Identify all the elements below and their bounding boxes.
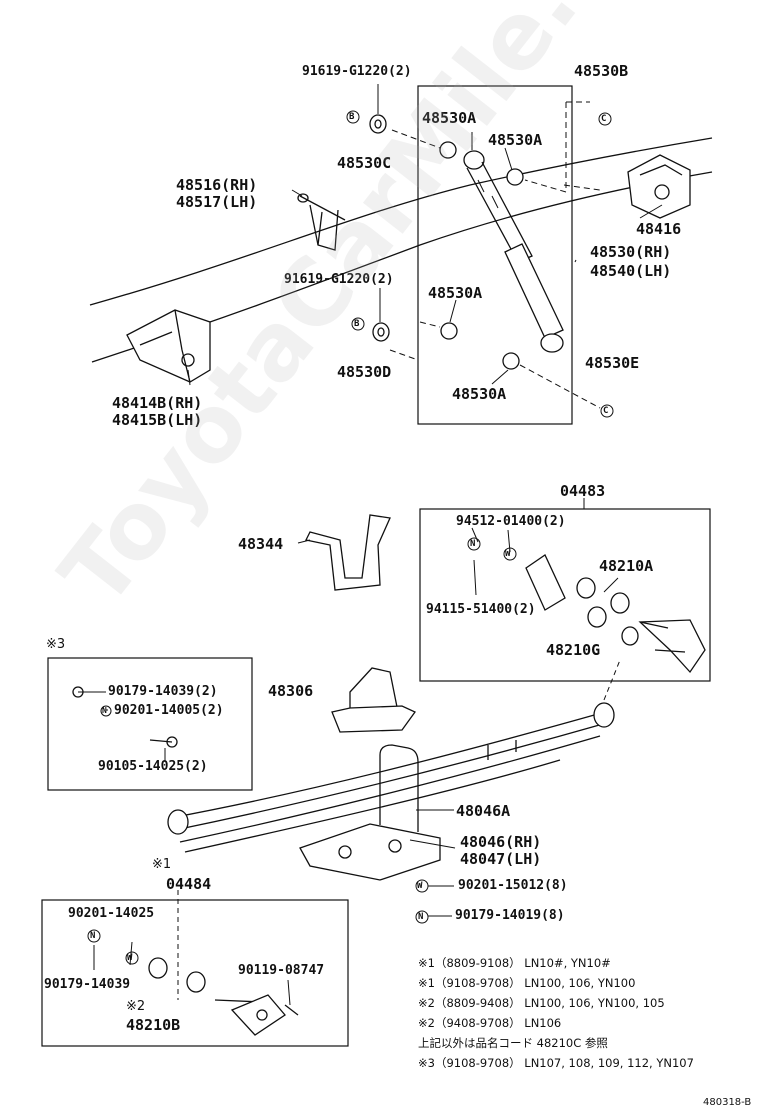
leader-lines xyxy=(78,84,663,1006)
label-04483: 04483 xyxy=(560,482,606,500)
shock-absorber-box xyxy=(417,85,573,425)
bracket-48416 xyxy=(627,154,691,219)
label-48306: 48306 xyxy=(268,682,314,700)
ref-markers xyxy=(87,110,614,965)
marker-c-1: C xyxy=(601,114,607,124)
label-mark2: ※2 xyxy=(126,999,146,1014)
marker-w-1: W xyxy=(505,549,511,559)
label-48046: 48046(RH) xyxy=(460,833,542,851)
label-90201c: 90201-14025 xyxy=(68,906,155,921)
shock-absorber xyxy=(463,150,564,353)
label-48415b: 48415B(LH) xyxy=(112,411,203,429)
bracket-48414b xyxy=(126,309,211,383)
note-line: ※2（8809-9408） LN100, 106, YN100, 105 xyxy=(418,996,665,1010)
label-90179c: 90179-14039 xyxy=(44,977,131,992)
bushings-upper xyxy=(439,141,524,370)
kit-04484-box xyxy=(41,899,349,1047)
label-48540: 48540(LH) xyxy=(590,262,672,280)
label-48210b: 48210B xyxy=(126,1016,181,1034)
marker-n-2: N xyxy=(102,706,107,715)
note-line: ※3（9108-9708） LN107, 108, 109, 112, YN10… xyxy=(418,1056,694,1070)
label-48416: 48416 xyxy=(636,220,682,238)
bracket-48516 xyxy=(297,193,346,251)
dashed-leaders-top xyxy=(389,101,601,409)
label-48530a-4: 48530A xyxy=(452,385,507,403)
figure-id: 480318-B xyxy=(703,1097,752,1108)
note-line: ※1（9108-9708） LN100, 106, YN100 xyxy=(418,976,636,990)
label-48530d: 48530D xyxy=(337,363,392,381)
marker-n-1: N xyxy=(470,539,476,549)
label-48530a-1: 48530A xyxy=(422,109,477,127)
label-48530c: 48530C xyxy=(337,154,392,172)
label-48210a: 48210A xyxy=(599,557,654,575)
label-94115: 94115-51400(2) xyxy=(426,602,536,617)
shackle-kit-04483 xyxy=(525,554,706,674)
marker-w-3: W xyxy=(127,953,133,963)
label-90119: 90119-08747 xyxy=(238,963,325,978)
label-48530a-3: 48530A xyxy=(428,284,483,302)
label-48516: 48516(RH) xyxy=(176,176,258,194)
marker-c-2: C xyxy=(603,406,609,416)
label-48517: 48517(LH) xyxy=(176,193,258,211)
note-line: ※1（8809-9108） LN10#, YN10# xyxy=(418,956,611,970)
marker-w-2: W xyxy=(417,881,423,891)
label-90179a: 90179-14039(2) xyxy=(108,684,218,699)
label-48530: 48530(RH) xyxy=(590,243,672,261)
note-line: 上記以外は品名コード 48210C 参照 xyxy=(418,1036,608,1050)
label-mark1: ※1 xyxy=(152,857,172,872)
label-48210g: 48210G xyxy=(546,641,601,659)
label-90179b: 90179-14019(8) xyxy=(455,908,565,923)
marker-n-3: N xyxy=(418,912,424,922)
washers xyxy=(369,114,390,342)
label-90105: 90105-14025(2) xyxy=(98,759,208,774)
leaf-spring xyxy=(167,659,621,853)
label-48414b: 48414B(RH) xyxy=(112,394,203,412)
note-line: ※2（9408-9708） LN106 xyxy=(418,1016,562,1030)
marker-b-1: B xyxy=(349,112,355,122)
label-90201b: 90201-15012(8) xyxy=(458,878,568,893)
seat-plate-48046 xyxy=(299,823,441,881)
applicability-notes: ※1（8809-9108） LN10#, YN10# ※1（9108-9708）… xyxy=(418,956,753,1076)
label-94512: 94512-01400(2) xyxy=(456,514,566,529)
label-48344: 48344 xyxy=(238,535,284,553)
label-04484: 04484 xyxy=(166,875,212,893)
marker-b-2: B xyxy=(354,319,360,329)
label-91619-mid: 91619-G1220(2) xyxy=(284,272,394,287)
label-90201a: 90201-14005(2) xyxy=(114,703,224,718)
u-bolt xyxy=(379,740,517,832)
label-48530e: 48530E xyxy=(585,354,640,372)
label-48046a: 48046A xyxy=(456,802,511,820)
label-48530b: 48530B xyxy=(574,62,629,80)
kit-note3-box xyxy=(47,657,253,791)
bracket-48344 xyxy=(305,514,391,591)
label-48047: 48047(LH) xyxy=(460,850,542,868)
kit-04483-box xyxy=(419,508,711,682)
bumper-48306 xyxy=(331,667,416,733)
marker-n-4: N xyxy=(90,931,96,941)
label-mark3: ※3 xyxy=(46,637,66,652)
label-48530a-2: 48530A xyxy=(488,131,543,149)
label-91619-top: 91619-G1220(2) xyxy=(302,64,412,79)
shackle-kit-04484 xyxy=(148,957,299,1036)
